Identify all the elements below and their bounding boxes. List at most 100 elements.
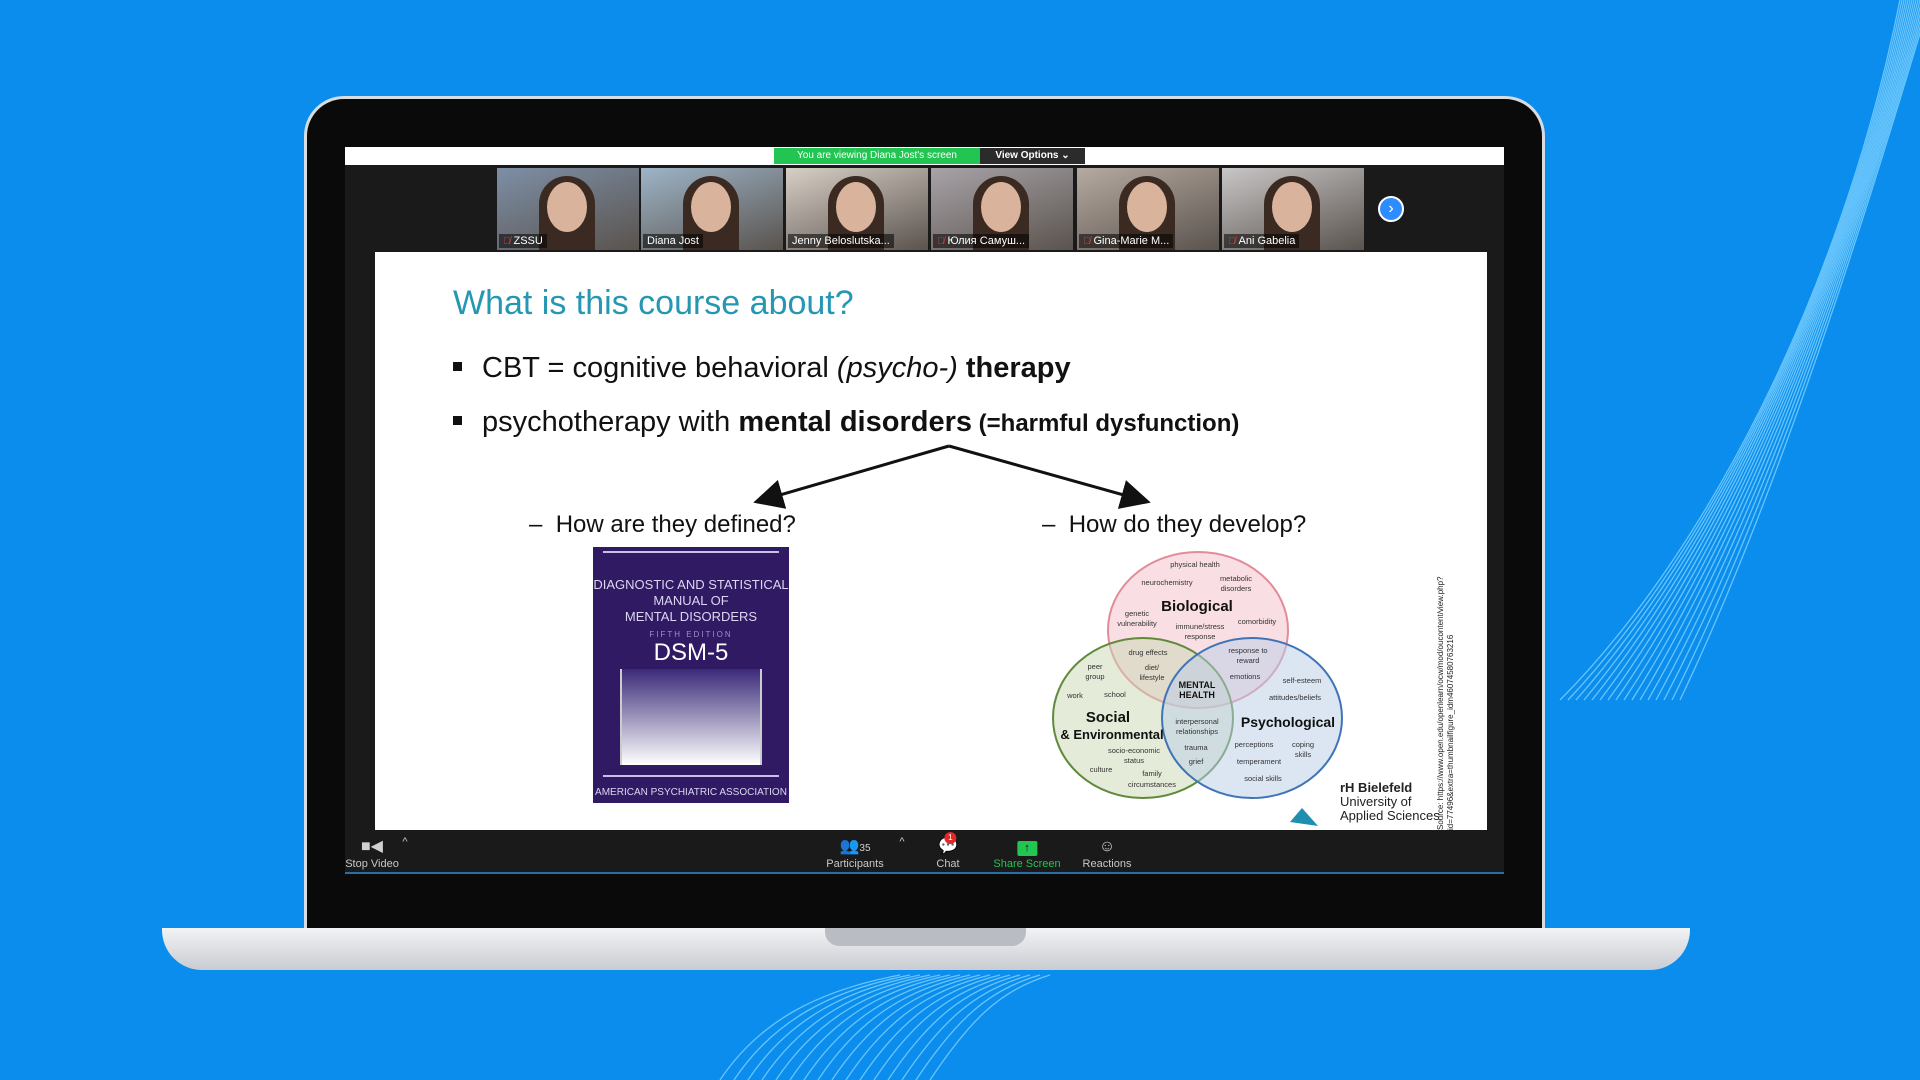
decorative-curve <box>859 974 1001 1080</box>
logo-text: University of <box>1340 794 1412 809</box>
participant-name: 🎙̸Юлия Самуш... <box>933 234 1030 248</box>
participant-name: 🎙̸Ani Gabelia <box>1224 234 1300 248</box>
decorative-curve <box>817 974 971 1080</box>
participant-video-tile[interactable]: Jenny Beloslutska... <box>786 168 928 250</box>
caret-up-icon: ^ <box>899 836 905 848</box>
participant-video-tile[interactable]: 🎙̸Юлия Самуш... <box>931 168 1073 250</box>
video-camera-icon: ■◀ <box>361 838 383 855</box>
participants-count: 35 <box>859 843 871 854</box>
dash: – <box>1042 511 1056 538</box>
decorative-curve <box>1607 0 1913 701</box>
decorative-curve <box>1671 25 1920 701</box>
decorative-curve <box>775 974 941 1080</box>
participant-name-text: ZSSU <box>513 235 543 247</box>
chat-icon: 💬1 <box>938 832 958 855</box>
laptop-notch <box>825 928 1026 946</box>
label: Participants <box>826 858 884 870</box>
muted-mic-icon: 🎙̸ <box>503 236 511 247</box>
decorative-curve <box>845 974 991 1080</box>
participant-video-tile[interactable]: 🎙̸ZSSU <box>497 168 639 250</box>
participant-face <box>981 182 1021 232</box>
bullet-cbt: CBT = cognitive behavioral (psycho-) the… <box>453 352 1071 385</box>
participant-video-tile[interactable]: Diana Jost <box>641 168 783 250</box>
share-screen-button[interactable]: ↑Share Screen <box>993 836 1061 870</box>
participant-face <box>691 182 731 232</box>
decorative-curve <box>901 974 1031 1080</box>
logo-text: Applied Sciences <box>1340 808 1440 823</box>
slide-title: What is this course about? <box>453 284 854 322</box>
text: psychotherapy with <box>482 406 739 438</box>
dash: – <box>529 511 543 538</box>
bullet-icon <box>453 361 462 371</box>
stop-video-button[interactable]: ■◀ Stop Video <box>345 836 399 870</box>
decorative-curve <box>1647 5 1920 701</box>
muted-mic-icon: 🎙̸ <box>1083 236 1091 247</box>
view-options-button[interactable]: View Options ⌄ <box>980 148 1085 164</box>
participant-name-text: Gina-Marie M... <box>1093 235 1170 247</box>
reactions-button[interactable]: ☺ Reactions <box>1083 836 1132 870</box>
label: Stop Video <box>345 858 399 870</box>
participant-face <box>1127 182 1167 232</box>
text-italic: (psycho-) <box>836 352 958 384</box>
muted-mic-icon: 🎙̸ <box>1228 236 1236 247</box>
decorative-curve <box>1583 0 1907 701</box>
decorative-curve <box>789 974 951 1080</box>
sub-bullet-defined: – How are they defined? <box>529 511 796 539</box>
book-title: DSM-5 <box>653 639 729 666</box>
label: Reactions <box>1082 858 1132 870</box>
participant-face <box>1272 182 1312 232</box>
decorative-curve <box>803 974 961 1080</box>
viewing-banner: You are viewing Diana Jost's screen <box>774 148 980 164</box>
participant-name-text: Ani Gabelia <box>1238 235 1296 247</box>
caret-up-icon: ^ <box>402 836 408 848</box>
dsm5-book-cover: DIAGNOSTIC AND STATISTICAL MANUAL OF MEN… <box>593 547 789 803</box>
bullet-icon <box>453 415 462 425</box>
text-bold: (=harmful dysfunction) <box>972 410 1240 437</box>
book-text: MENTAL DISORDERS <box>624 609 758 624</box>
next-page-button[interactable]: › <box>1378 196 1404 222</box>
text: CBT = cognitive behavioral <box>482 352 837 384</box>
participant-face <box>836 182 876 232</box>
participant-name-text: Jenny Beloslutska... <box>792 235 890 247</box>
participant-name: Jenny Beloslutska... <box>788 234 894 248</box>
label: Share Screen <box>993 858 1061 870</box>
decorative-curve <box>1623 0 1917 701</box>
text-bold: mental disorders <box>738 406 972 438</box>
text: How do they develop? <box>1068 511 1307 538</box>
bullet-psychotherapy: psychotherapy with mental disorders (=ha… <box>453 406 1239 439</box>
decorative-curve <box>719 974 901 1080</box>
sub-bullet-develop: – How do they develop? <box>1042 511 1306 539</box>
decorative-curve <box>761 974 931 1080</box>
participant-video-tile[interactable]: 🎙̸Ani Gabelia <box>1222 168 1364 250</box>
chevron-right-icon: › <box>1388 200 1394 217</box>
decorative-curve <box>1591 0 1909 701</box>
participants-options-caret[interactable]: ^ <box>899 836 904 848</box>
participant-name: 🎙̸Gina-Marie M... <box>1079 234 1174 248</box>
decorative-curve <box>1575 0 1905 701</box>
decorative-curve <box>873 974 1011 1080</box>
participants-icon: 👥35 <box>839 838 871 855</box>
decorative-curve <box>1663 19 1920 701</box>
decorative-curve <box>1631 0 1919 701</box>
participant-video-tile[interactable]: 🎙̸Gina-Marie M... <box>1077 168 1219 250</box>
decorative-curve <box>1559 0 1901 701</box>
decorative-curve <box>831 974 981 1080</box>
decorative-curve <box>1679 31 1920 701</box>
decorative-curve <box>915 974 1041 1080</box>
logo-text: rH Bielefeld <box>1340 780 1413 795</box>
text: How are they defined? <box>555 511 796 538</box>
muted-mic-icon: 🎙̸ <box>937 236 945 247</box>
video-options-caret[interactable]: ^ <box>402 836 407 848</box>
book-publisher: AMERICAN PSYCHIATRIC ASSOCIATION <box>595 787 787 798</box>
decorative-curve <box>1655 12 1920 701</box>
source-url: Source: https://www.open.edu/openlearn/o… <box>1436 576 1455 831</box>
book-edition: FIFTH EDITION <box>649 630 733 639</box>
decorative-curve <box>1567 0 1903 701</box>
reactions-icon: ☺ <box>1098 838 1116 855</box>
decorative-curve <box>1615 0 1915 701</box>
decorative-curve <box>747 974 921 1080</box>
